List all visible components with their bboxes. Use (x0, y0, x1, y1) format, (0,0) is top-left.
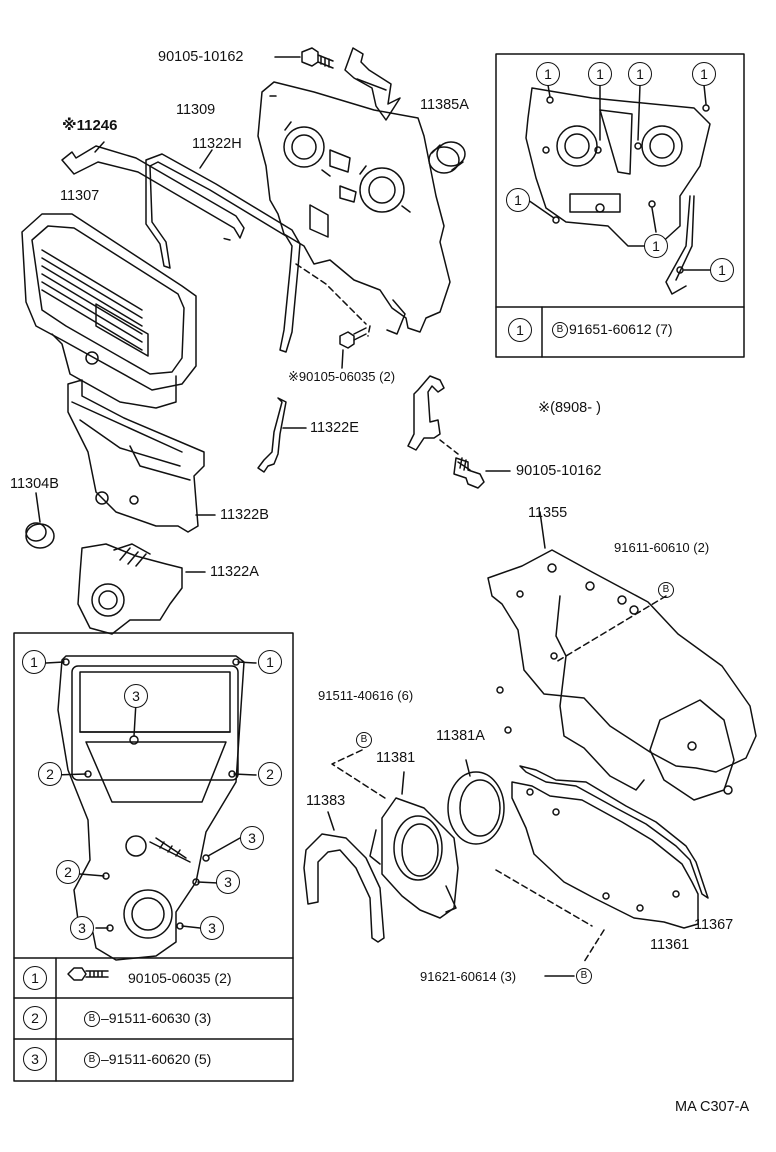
table-top-part-text: 91651-60612 (7) (569, 321, 673, 337)
bolt-90105-06035 (221, 237, 371, 369)
retainer-11381 (369, 771, 459, 919)
b-icon: B (552, 322, 568, 339)
label-11304B: 11304B (10, 476, 59, 492)
label-8908: ※(8908- ) (538, 400, 601, 416)
callout-3-br: 3 (200, 916, 224, 940)
callout-3-top: 3 (124, 684, 148, 708)
table-bottom-part-3: B–91511-60620 (5) (84, 1051, 212, 1069)
gasket-11383 (303, 833, 385, 943)
callout-1-a: 1 (536, 62, 560, 86)
table-bottom-part-2: B–91511-60630 (3) (84, 1010, 212, 1028)
inset-plate-drawing (525, 84, 711, 295)
gasket-11367-11361 (495, 765, 709, 963)
label-11355: 11355 (528, 505, 568, 521)
bracket-11322E (257, 397, 287, 473)
callout-3-mid: 3 (240, 826, 264, 850)
callout-1-b: 1 (588, 62, 612, 86)
cover-11322B (67, 379, 205, 533)
table-bottom-num-3: 3 (23, 1047, 47, 1071)
label-11322E: 11322E (310, 420, 359, 436)
table-bottom-num-1: 1 (23, 966, 47, 990)
b-icon: B (84, 1011, 100, 1028)
callout-2-lower: 2 (56, 860, 80, 884)
callout-3-right: 3 (216, 870, 240, 894)
callout-2-left: 2 (38, 762, 62, 786)
label-11246: ※11246 (62, 117, 118, 134)
b-icon: B (84, 1052, 100, 1069)
b-callout-91511-40616: B (356, 732, 372, 748)
label-91611-60610: 91611-60610 (2) (614, 540, 710, 555)
callout-1-f: 1 (644, 234, 668, 258)
bolt-icon (67, 967, 109, 981)
bracket-mid (407, 375, 445, 451)
upper-cover-11307 (21, 213, 197, 409)
bracket-top (344, 47, 401, 121)
label-11361: 11361 (650, 937, 690, 953)
bolt-90105-10162-top (274, 47, 334, 69)
label-11381A: 11381A (436, 728, 485, 744)
gasket-strip-11246 (61, 145, 245, 239)
label-11322A: 11322A (210, 564, 259, 580)
table-bottom-part-2-text: 91511-60630 (3) (108, 1010, 212, 1026)
callout-3-bl: 3 (70, 916, 94, 940)
label-11307: 11307 (60, 188, 100, 204)
grommet-11304B (25, 492, 55, 549)
b-callout-91621: B (576, 968, 592, 984)
label-91511-40616: 91511-40616 (6) (318, 688, 414, 703)
label-11383: 11383 (306, 793, 346, 809)
label-11309: 11309 (176, 102, 216, 118)
label-11381: 11381 (376, 750, 416, 766)
gasket-11355 (487, 511, 757, 801)
callout-1-e: 1 (506, 188, 530, 212)
label-11385A: 11385A (420, 97, 469, 113)
inset-box-bottom-left (13, 632, 294, 1082)
callout-1-d: 1 (692, 62, 716, 86)
label-11322B: 11322B (220, 507, 269, 523)
table-top-callout-1: 1 (508, 318, 532, 342)
table-bottom-num-2: 2 (23, 1006, 47, 1030)
label-11367: 11367 (694, 917, 734, 933)
label-90105-06035: ※90105-06035 (2) (288, 369, 396, 384)
label-90105-10162-top: 90105-10162 (158, 49, 244, 65)
oil-seal-11385A (428, 141, 466, 174)
gasket-11322H (145, 153, 301, 353)
label-11322H: 11322H (192, 136, 242, 152)
label-90105-10162-mid: 90105-10162 (516, 463, 602, 479)
oil-seal-11381A (447, 759, 505, 845)
inset-box-top-right (495, 53, 745, 358)
bolt-90105-10162-mid (453, 457, 511, 489)
b-callout-91611: B (658, 582, 674, 598)
inset-cover-drawing (45, 655, 257, 961)
callout-1-left: 1 (22, 650, 46, 674)
callout-1-g: 1 (710, 258, 734, 282)
callout-2-right: 2 (258, 762, 282, 786)
label-91621-60614: 91621-60614 (3) (420, 969, 517, 984)
callout-1-c: 1 (628, 62, 652, 86)
diagram-code: MA C307-A (675, 1099, 750, 1115)
timing-plate-11309 (257, 81, 451, 335)
lower-cover-11322A (77, 543, 206, 635)
table-bottom-part-1: 90105-06035 (2) (128, 970, 232, 986)
table-bottom-part-3-text: 91511-60620 (5) (108, 1051, 212, 1067)
callout-1-right: 1 (258, 650, 282, 674)
